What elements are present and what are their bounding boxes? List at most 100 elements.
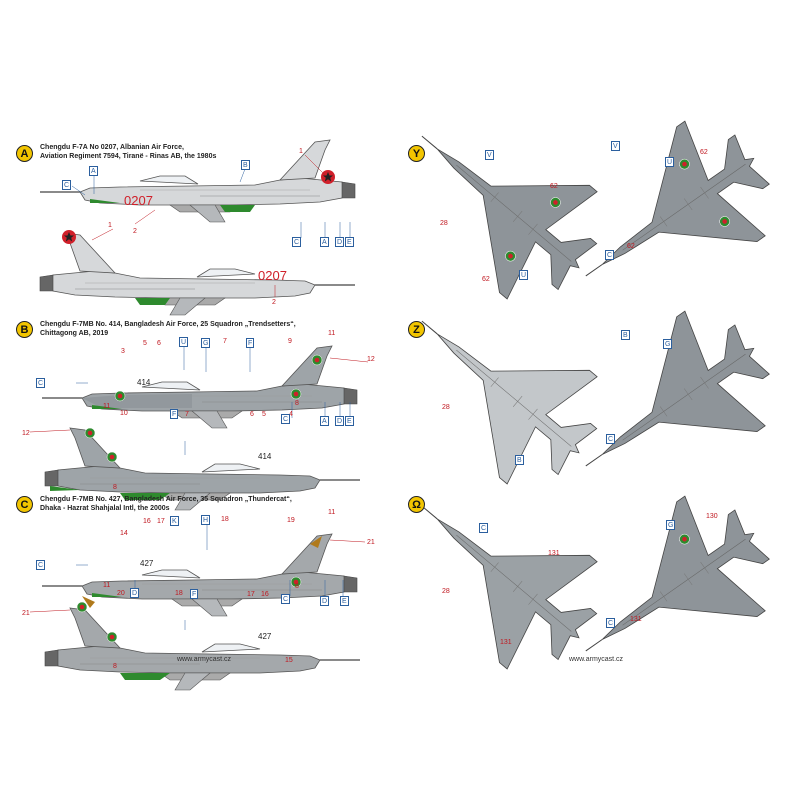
callout-b-top-2: 6 <box>157 340 161 347</box>
caption-c: Chengdu F-7MB No. 427, Bangladesh Air Fo… <box>40 495 292 513</box>
callout-b-top-15: D <box>335 416 345 426</box>
callout-c-top-11: C <box>281 594 291 604</box>
callout-y-left-3: 62 <box>482 276 490 283</box>
serial-a-top: 0207 <box>124 193 153 208</box>
caption-c-line-2: Dhaka - Hazrat Shahjalal Intl, the 2000s <box>40 505 170 512</box>
callout-y-right-1: U <box>665 157 675 167</box>
callout-b-top-3: U <box>179 337 189 347</box>
callout-a-bottom-0: 1 <box>108 222 112 229</box>
serial-b-top: 414 <box>137 378 151 387</box>
callout-c-bottom-5: 17 <box>247 591 255 598</box>
callout-o-left-2: 28 <box>442 588 450 595</box>
callout-b-top-1: 5 <box>143 340 147 347</box>
callout-c-bottom-3: 18 <box>175 590 183 597</box>
callout-c-top-8: 21 <box>367 539 375 546</box>
section-badge-z: Z <box>408 321 425 338</box>
callout-a-top-0: C <box>62 180 72 190</box>
serial-a-bottom: 0207 <box>258 268 287 283</box>
section-badge-a: A <box>16 145 33 162</box>
callout-o-left-4: C <box>606 618 616 628</box>
caption-b: Chengdu F-7MB No. 414, Bangladesh Air Fo… <box>40 320 296 338</box>
caption-b-line-1: Chengdu F-7MB No. 414, Bangladesh Air Fo… <box>40 321 296 328</box>
callout-b-top-4: G <box>201 338 211 348</box>
callout-c-top-14: E <box>340 596 349 606</box>
profile-b-top <box>41 345 358 429</box>
callout-c-top-13: D <box>320 596 330 606</box>
callout-b-top-14: A <box>320 416 329 426</box>
profile-c-bottom <box>45 596 360 690</box>
callout-a-top-4: 2 <box>133 228 137 235</box>
callout-b-bottom-2: 12 <box>22 430 30 437</box>
section-badge-omega: Ω <box>408 496 425 513</box>
callout-b-top-5: 7 <box>223 338 227 345</box>
planform-z-left <box>376 266 625 507</box>
callout-o-left-3: 131 <box>500 639 512 646</box>
callout-a-top-8: E <box>345 237 354 247</box>
callout-o-left-1: 131 <box>548 550 560 557</box>
caption-c-line-1: Chengdu F-7MB No. 427, Bangladesh Air Fo… <box>40 496 292 503</box>
callout-c-bottom-6: 16 <box>261 591 269 598</box>
profile-a-bottom <box>40 230 355 315</box>
caption-b-line-2: Chittagong AB, 2019 <box>40 330 109 337</box>
callout-a-top-3: 1 <box>299 148 303 155</box>
planform-y-left <box>376 81 625 322</box>
serial-c-top: 427 <box>140 559 154 568</box>
callout-b-top-13: C <box>281 414 291 424</box>
section-badge-y: Y <box>408 145 425 162</box>
callout-b-top-9: 12 <box>367 356 375 363</box>
callout-a-bottom-1: 2 <box>272 299 276 306</box>
callout-z-left-1: B <box>515 455 524 465</box>
callout-c-top-10: D <box>130 588 140 598</box>
red-leader-lines <box>29 154 369 613</box>
site-credit-left: www.armycast.cz <box>177 656 232 663</box>
callout-b-bottom-0: 11 <box>103 403 111 410</box>
callout-y-left-5: C <box>605 250 615 260</box>
callout-b-bottom-6: 5 <box>262 411 266 418</box>
callout-c-top-7: 14 <box>120 530 128 537</box>
callout-b-top-12: 8 <box>295 400 299 407</box>
callout-b-bottom-1: 10 <box>120 410 128 417</box>
callout-o-right-1: 130 <box>706 513 718 520</box>
callout-c-top-6: 11 <box>328 509 336 516</box>
callout-c-top-9: C <box>36 560 46 570</box>
callout-b-bottom-7: 8 <box>113 484 117 491</box>
callout-b-top-6: F <box>246 338 255 348</box>
callout-a-top-7: D <box>335 237 345 247</box>
callout-y-left-0: V <box>485 150 494 160</box>
callout-c-top-1: 17 <box>157 518 165 525</box>
callout-y-right-2: 62 <box>700 149 708 156</box>
caption-a-line-1: Chengdu F-7A No 0207, Albanian Air Force… <box>40 144 184 151</box>
profile-c-top <box>41 533 358 617</box>
callout-a-top-2: B <box>241 160 250 170</box>
planform-y-right <box>545 100 795 334</box>
callout-c-top-0: 16 <box>143 518 151 525</box>
callout-y-right-3: 62 <box>627 243 635 250</box>
callout-b-top-8: 11 <box>328 330 336 337</box>
callout-b-bottom-4: 7 <box>185 411 189 418</box>
section-badge-b: B <box>16 321 33 338</box>
callout-c-top-12: 8 <box>295 583 299 590</box>
callout-a-top-6: A <box>320 237 329 247</box>
callout-o-right-2: 131 <box>630 616 642 623</box>
callout-a-top-1: A <box>89 166 98 176</box>
callout-b-top-10: C <box>36 378 46 388</box>
callout-z-left-0: 28 <box>442 404 450 411</box>
serial-b-bottom: 414 <box>258 452 272 461</box>
callout-c-bottom-4: F <box>190 589 199 599</box>
callout-c-bottom-7: 8 <box>113 663 117 670</box>
callout-y-left-1: 62 <box>550 183 558 190</box>
profile-a-top <box>39 139 356 223</box>
callout-c-bottom-0: 11 <box>103 582 111 589</box>
callout-y-right-0: V <box>611 141 620 151</box>
callout-a-top-5: C <box>292 237 302 247</box>
callout-b-top-0: 3 <box>121 348 125 355</box>
callout-y-left-2: 28 <box>440 220 448 227</box>
site-credit-right: www.armycast.cz <box>569 656 624 663</box>
callout-b-top-11: 4 <box>289 411 293 418</box>
caption-a: Chengdu F-7A No 0207, Albanian Air Force… <box>40 143 216 161</box>
callout-o-right-0: G <box>666 520 676 530</box>
callout-z-left-2: C <box>606 434 616 444</box>
callout-b-top-16: E <box>345 416 354 426</box>
